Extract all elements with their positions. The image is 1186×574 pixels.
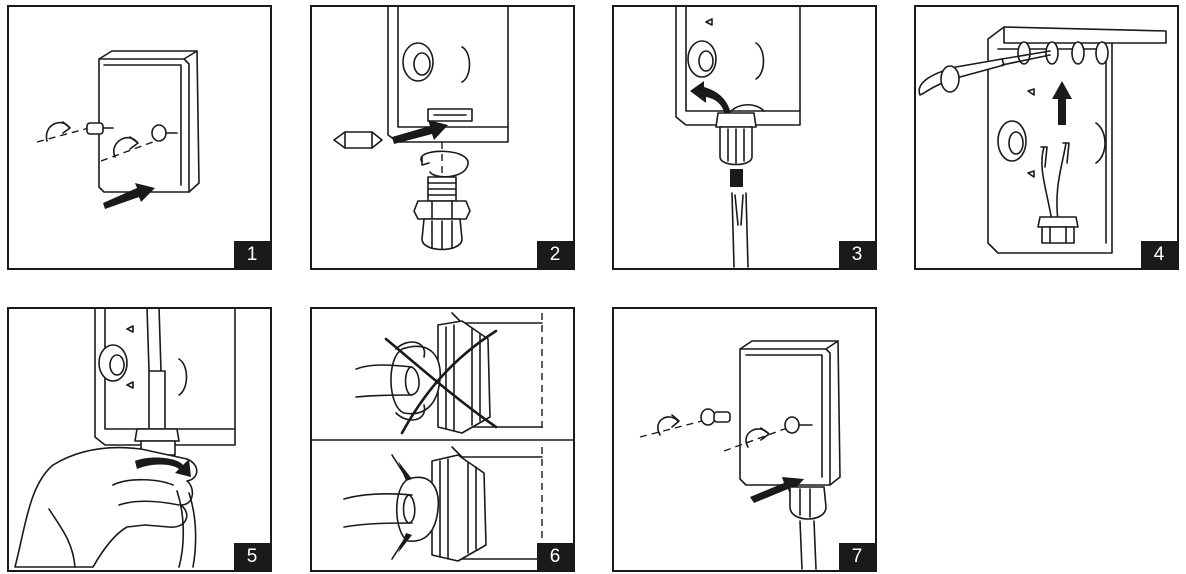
compress-arrow-bottom-icon [398, 533, 412, 553]
step-2-panel: 2 [310, 5, 575, 270]
step-7-illustration [614, 309, 875, 570]
step-3-illustration [614, 7, 875, 268]
step-number-badge: 7 [839, 543, 875, 570]
step-5-panel: 5 [7, 307, 272, 572]
step-number: 3 [852, 244, 863, 266]
step-number-badge: 4 [1141, 241, 1177, 268]
step-number: 5 [247, 546, 258, 568]
step-4-panel: 4 [914, 5, 1179, 270]
step-4-illustration [916, 7, 1177, 268]
step-number-badge: 1 [234, 241, 270, 268]
step-1-illustration [9, 7, 270, 268]
step-number-badge: 5 [234, 543, 270, 570]
incorrect-seal-view [356, 313, 542, 433]
step-number: 7 [852, 546, 863, 568]
step-7-panel: 7 [612, 307, 877, 572]
step-number-badge: 2 [537, 241, 573, 268]
correct-seal-view [344, 447, 542, 561]
compress-arrow-top-icon [398, 461, 412, 481]
step-3-panel: 3 [612, 5, 877, 270]
step-number: 2 [550, 244, 561, 266]
step-number: 6 [550, 546, 561, 568]
step-5-illustration [9, 309, 270, 570]
step-2-illustration [312, 7, 573, 268]
step-number-badge: 6 [537, 543, 573, 570]
step-1-panel: 1 [7, 5, 272, 270]
cable-arrow-icon [730, 169, 743, 187]
step-6-panel: 6 [310, 307, 575, 572]
step-number-badge: 3 [839, 241, 875, 268]
step-number: 1 [247, 244, 258, 266]
step-number: 4 [1154, 244, 1165, 266]
step-6-illustration [312, 309, 573, 570]
